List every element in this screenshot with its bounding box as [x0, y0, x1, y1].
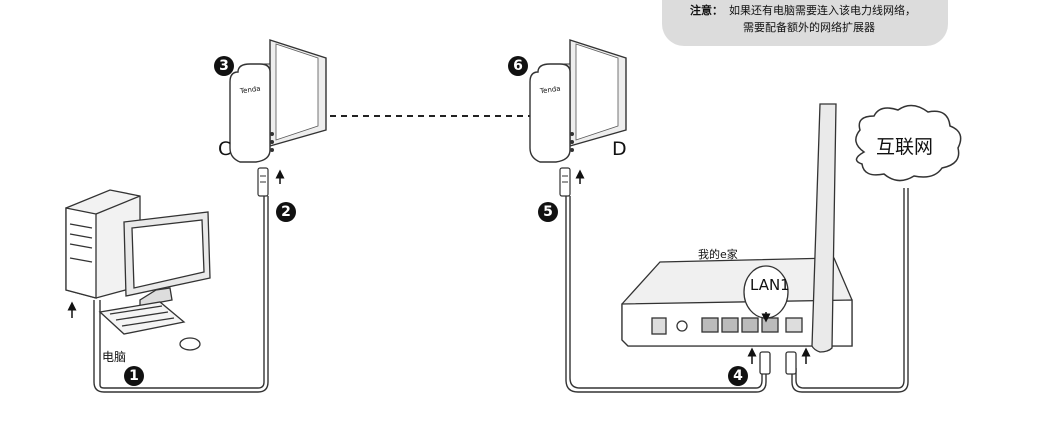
- ethernet-plug-lan: [759, 351, 771, 375]
- step-3-badge: 3: [214, 56, 234, 76]
- wan-port: [785, 317, 803, 333]
- router-label: 我的e家: [698, 248, 738, 261]
- step-6-badge: 6: [508, 56, 528, 76]
- step-5-badge: 5: [538, 202, 558, 222]
- step-4-badge: 4: [728, 366, 748, 386]
- powerline-adapter-d: [529, 39, 627, 197]
- note-box: 注意： 如果还有电脑需要连入该电力线网络， 需要配备额外的网络扩展器: [662, 0, 948, 46]
- computer: [65, 189, 211, 351]
- note-line-1: 如果还有电脑需要连入该电力线网络，: [729, 4, 916, 17]
- cable-adapter-d-to-router: [565, 196, 767, 393]
- lan1-label: LAN1: [750, 276, 790, 294]
- note-line-2: 需要配备额外的网络扩展器: [743, 21, 875, 34]
- internet-cloud: [855, 104, 962, 182]
- lan-port-4: [701, 317, 719, 333]
- antenna: [811, 103, 837, 353]
- computer-label: 电脑: [102, 350, 127, 364]
- keyboard: [98, 301, 186, 335]
- router: [621, 103, 853, 375]
- internet-label: 互联网: [876, 136, 934, 158]
- ethernet-plug-wan: [785, 351, 797, 375]
- adapter-d-label: D: [612, 138, 627, 160]
- step-2-badge: 2: [276, 202, 296, 222]
- powerline-adapter-c: [229, 39, 327, 197]
- lan-port-2: [741, 317, 759, 333]
- lan-port-1: [761, 317, 779, 333]
- mouse: [179, 337, 201, 351]
- cable-router-to-internet: [791, 188, 909, 393]
- step-1-badge: 1: [124, 366, 144, 386]
- note-title: 注意：: [690, 4, 723, 17]
- cable-computer-to-adapter-c: [93, 196, 269, 393]
- adapter-c-label: C: [218, 138, 232, 160]
- lan-port-3: [721, 317, 739, 333]
- cables: [93, 188, 909, 393]
